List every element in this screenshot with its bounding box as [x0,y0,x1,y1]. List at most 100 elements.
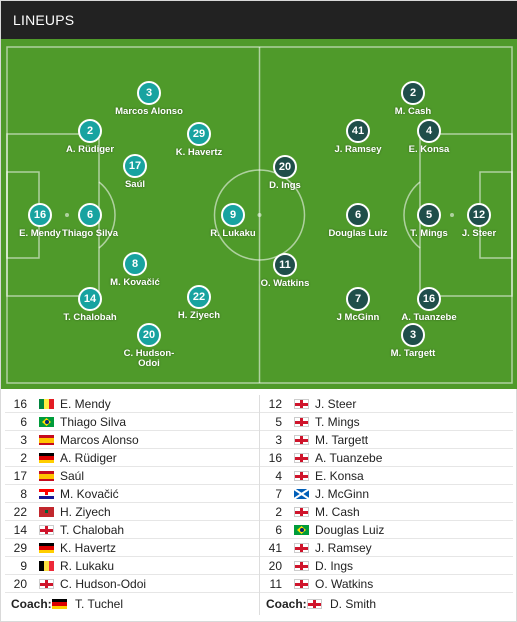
player-name: O. Watkins [315,577,374,591]
lineup-row[interactable]: 20 C. Hudson-Odoi [5,575,259,593]
player-name: Saúl [60,469,85,483]
player-name: M. Kovačić [110,277,160,288]
england-flag-icon [294,435,309,445]
player-name: M. Cash [315,505,360,519]
shirt-number-badge: 6 [346,203,370,227]
player-name: R. Lukaku [60,559,115,573]
player-name: D. Ings [315,559,354,573]
croatia-flag-icon [39,489,54,499]
coach-label: Coach: [11,597,52,611]
shirt-number: 17 [13,469,27,483]
player-name: Marcos Alonso [60,433,139,447]
player-name: M. Targett [315,433,369,447]
lineup-row[interactable]: 2 A. Rüdiger [5,449,259,467]
player-name: T. Mings [410,228,448,239]
player-name: C. Hudson-Odoi [123,348,175,369]
player-name: Saúl [124,179,146,190]
player-name: A. Rüdiger [60,451,117,465]
spain-flag-icon [39,435,54,445]
player-name: M. Cash [394,106,432,117]
senegal-flag-icon [39,399,54,409]
player-name: J. Ramsey [315,541,372,555]
shirt-number: 8 [20,487,27,501]
player-name: C. Hudson-Odoi [60,577,147,591]
player-name: J. Steer [315,397,357,411]
england-flag-icon [294,399,309,409]
player-name: H. Ziyech [177,310,221,321]
shirt-number-badge: 2 [78,119,102,143]
player-name: T. Chalobah [63,312,117,323]
shirt-number: 22 [13,505,27,519]
coach-row: Coach: T. Tuchel [5,593,259,615]
england-flag-icon [294,507,309,517]
player-name: Thiago Silva [60,415,127,429]
belgium-flag-icon [39,561,54,571]
lineup-row[interactable]: 17 Saúl [5,467,259,485]
shirt-number-badge: 14 [78,287,102,311]
lineup-row[interactable]: 8 M. Kovačić [5,485,259,503]
player-name: K. Havertz [60,541,117,555]
lineup-row[interactable]: 6 Thiago Silva [5,413,259,431]
shirt-number: 2 [20,451,27,465]
shirt-number-badge: 5 [417,203,441,227]
player-name: Douglas Luiz [328,228,388,239]
shirt-number: 20 [13,577,27,591]
morocco-flag-icon [39,507,54,517]
player-name: D. Ings [269,180,301,191]
shirt-number-badge: 41 [346,119,370,143]
player-name: M. Kovačić [60,487,119,501]
shirt-number: 7 [275,487,282,501]
coach-name[interactable]: T. Tuchel [75,597,124,611]
shirt-number: 6 [20,415,27,429]
player-name: R. Lukaku [210,228,256,239]
shirt-number-badge: 16 [28,203,52,227]
player-name: E. Mendy [19,228,61,239]
player-name: E. Konsa [315,469,364,483]
coach-name[interactable]: D. Smith [330,597,377,611]
shirt-number-badge: 22 [187,285,211,309]
player-name: J. Ramsey [334,144,382,155]
